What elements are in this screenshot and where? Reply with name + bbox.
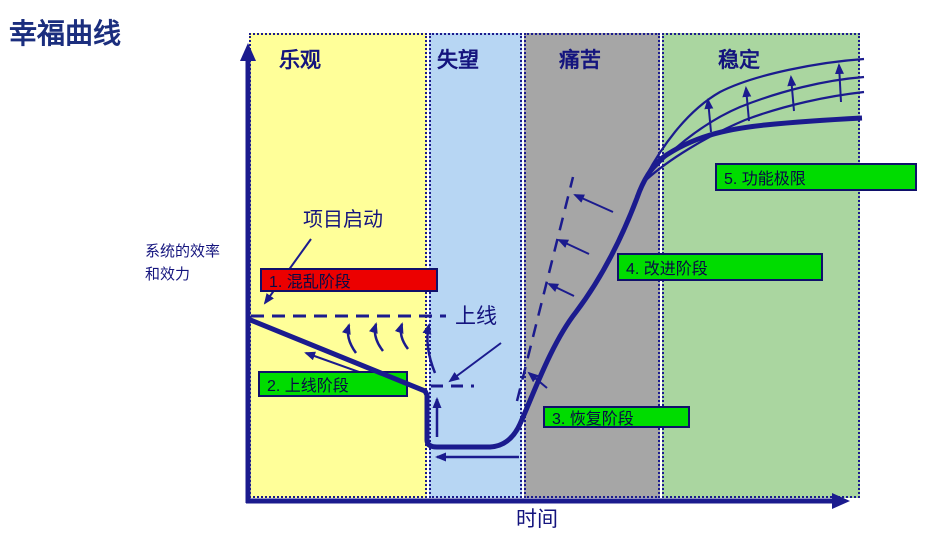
band-optimism: 乐观 xyxy=(249,33,427,498)
phase-box-improvement-label: 4. 改进阶段 xyxy=(626,261,708,278)
phase-box-improvement: 4. 改进阶段 xyxy=(617,253,823,281)
phase-box-chaos: 1. 混乱阶段 xyxy=(260,268,438,292)
phase-box-chaos-label: 1. 混乱阶段 xyxy=(269,274,351,291)
phase-box-golive-label: 2. 上线阶段 xyxy=(267,378,349,395)
go-live-label: 上线 xyxy=(455,305,497,328)
x-axis-label: 时间 xyxy=(516,508,558,531)
band-disappointment-label: 失望 xyxy=(437,49,479,72)
y-axis-label-line2: 和效力 xyxy=(145,266,191,284)
phase-box-function-limit: 5. 功能极限 xyxy=(715,163,917,191)
phase-box-recovery: 3. 恢复阶段 xyxy=(543,406,690,428)
y-axis-label-line1: 系统的效率 xyxy=(145,243,221,260)
phase-box-golive: 2. 上线阶段 xyxy=(258,371,408,397)
page-title: 幸福曲线 xyxy=(9,18,122,49)
band-pain-label: 痛苦 xyxy=(559,49,601,72)
project-launch-label: 项目启动 xyxy=(303,209,383,231)
band-disappointment: 失望 xyxy=(429,33,522,498)
band-stability-label: 稳定 xyxy=(718,49,760,72)
y-axis-label: 系统的效率 和效力 xyxy=(145,240,255,287)
phase-box-recovery-label: 3. 恢复阶段 xyxy=(552,411,634,428)
band-optimism-label: 乐观 xyxy=(279,49,321,72)
phase-box-function-limit-label: 5. 功能极限 xyxy=(724,171,806,188)
